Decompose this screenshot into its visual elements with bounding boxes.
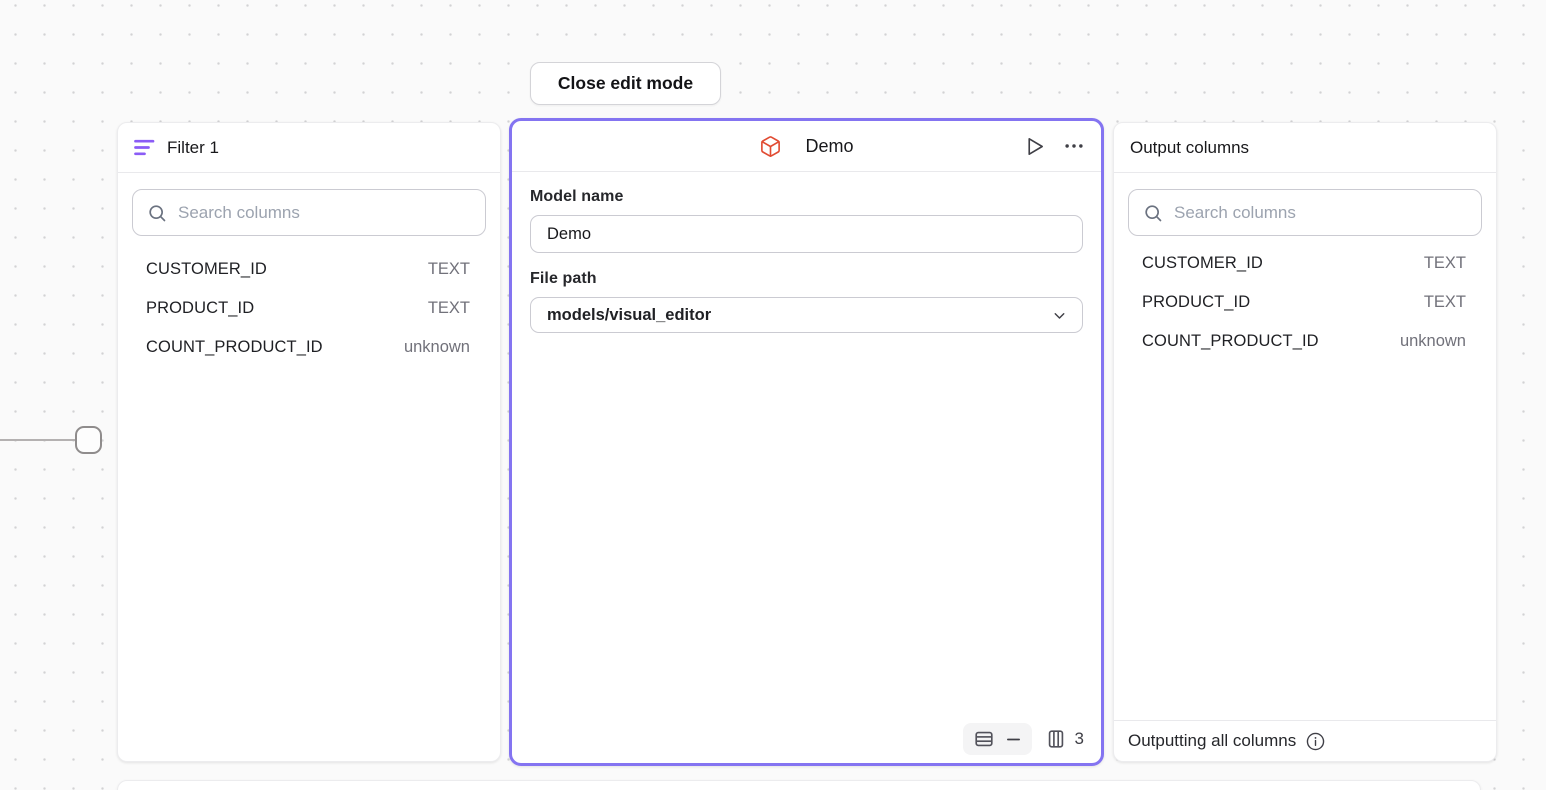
model-stats-footer: 3 <box>962 723 1084 755</box>
file-path-value: models/visual_editor <box>547 305 712 324</box>
bottom-results-panel[interactable] <box>117 780 1481 790</box>
column-row[interactable]: PRODUCT_ID TEXT <box>136 289 482 328</box>
file-path-label: File path <box>530 270 597 287</box>
column-name: COUNT_PRODUCT_ID <box>1142 332 1319 350</box>
column-type: TEXT <box>427 299 470 317</box>
output-panel-title: Output columns <box>1130 137 1250 157</box>
column-row[interactable]: CUSTOMER_ID TEXT <box>136 250 482 289</box>
package-cube-icon <box>759 135 782 158</box>
column-count-value: 3 <box>1074 729 1084 748</box>
output-columns-panel[interactable]: Output columns CUSTOMER_ID TEXT PRODUCT_… <box>1113 122 1497 762</box>
column-type: unknown <box>403 338 470 356</box>
filter-column-list: CUSTOMER_ID TEXT PRODUCT_ID TEXT COUNT_P… <box>118 236 500 367</box>
output-panel-header: Output columns <box>1114 123 1496 173</box>
column-row[interactable]: CUSTOMER_ID TEXT <box>1132 244 1478 283</box>
filter-search-input[interactable] <box>178 202 471 223</box>
column-type: TEXT <box>1423 254 1466 272</box>
column-name: PRODUCT_ID <box>146 299 255 317</box>
row-count-stat[interactable] <box>962 723 1032 755</box>
run-model-play-icon[interactable] <box>1023 135 1046 158</box>
minus-icon <box>1005 731 1022 748</box>
table-rows-icon <box>973 728 995 750</box>
column-name: COUNT_PRODUCT_ID <box>146 338 323 356</box>
search-icon <box>1143 203 1163 223</box>
edge-connector-handle[interactable] <box>75 426 102 454</box>
column-type: TEXT <box>1423 293 1466 311</box>
model-panel-body: Model name File path models/visual_edito… <box>512 172 1101 763</box>
column-count-stat: 3 <box>1045 728 1084 750</box>
output-search-input[interactable] <box>1174 202 1467 223</box>
outputting-all-columns-text: Outputting all columns <box>1128 731 1297 750</box>
column-row[interactable]: COUNT_PRODUCT_ID unknown <box>136 328 482 367</box>
filter-panel-title: Filter 1 <box>167 137 219 157</box>
output-column-list: CUSTOMER_ID TEXT PRODUCT_ID TEXT COUNT_P… <box>1114 236 1496 361</box>
more-options-ellipsis-icon[interactable] <box>1063 135 1085 157</box>
column-type: unknown <box>1399 332 1466 350</box>
filter-panel-header: Filter 1 <box>118 123 500 173</box>
model-node-panel-selected[interactable]: Demo Model name File path models/visual_… <box>509 118 1104 766</box>
model-panel-title: Demo <box>805 135 854 156</box>
edge-connector-line <box>0 439 77 441</box>
column-name: CUSTOMER_ID <box>1142 254 1263 272</box>
column-type: TEXT <box>427 260 470 278</box>
model-panel-header: Demo <box>512 121 1101 172</box>
chevron-down-icon <box>1051 307 1068 324</box>
filter-node-panel[interactable]: Filter 1 CUSTOMER_ID TEXT PRODUCT_ID TEX… <box>117 122 501 762</box>
column-name: CUSTOMER_ID <box>146 260 267 278</box>
filter-search-box[interactable] <box>132 189 486 236</box>
column-row[interactable]: PRODUCT_ID TEXT <box>1132 283 1478 322</box>
output-panel-footer: Outputting all columns <box>1114 720 1496 761</box>
column-name: PRODUCT_ID <box>1142 293 1251 311</box>
info-circle-icon[interactable] <box>1305 731 1326 752</box>
file-path-select[interactable]: models/visual_editor <box>530 297 1083 333</box>
model-name-label: Model name <box>530 188 624 205</box>
search-icon <box>147 203 167 223</box>
model-name-input[interactable] <box>530 215 1083 253</box>
column-row[interactable]: COUNT_PRODUCT_ID unknown <box>1132 322 1478 361</box>
filter-lines-icon <box>134 139 155 156</box>
table-columns-icon <box>1045 728 1067 750</box>
output-search-box[interactable] <box>1128 189 1482 236</box>
close-edit-mode-button[interactable]: Close edit mode <box>530 62 721 105</box>
